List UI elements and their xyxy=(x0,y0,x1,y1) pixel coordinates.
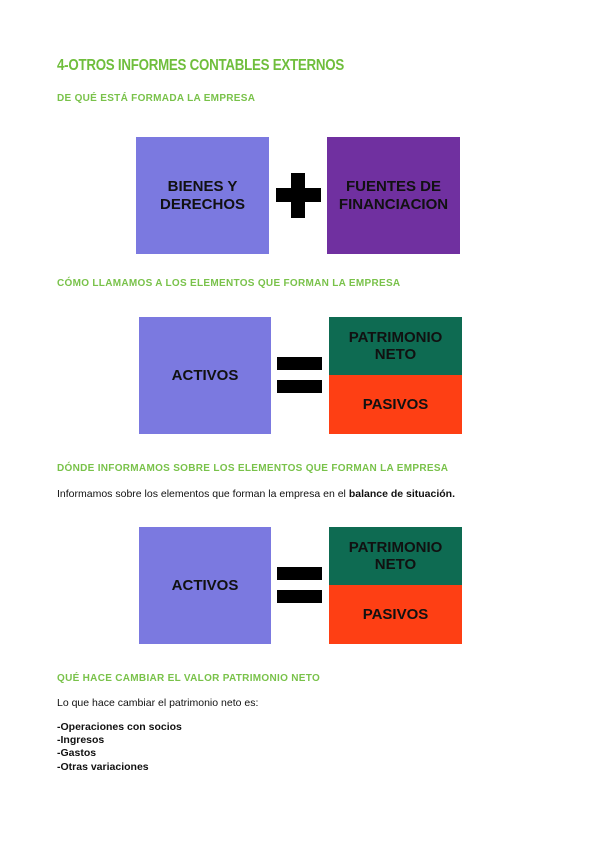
changes-intro: Lo que hace cambiar el patrimonio neto e… xyxy=(57,697,259,709)
bienes-derechos-box: BIENES Y DERECHOS xyxy=(136,137,269,254)
page-title: 4-OTROS INFORMES CONTABLES EXTERNOS xyxy=(57,57,344,74)
patrimonio-neto-label-2: PATRIMONIO NETO xyxy=(348,538,443,573)
list-item: -Ingresos xyxy=(57,734,105,747)
activos-box-2: ACTIVOS xyxy=(139,527,271,644)
section-heading-composition: DE QUÉ ESTÁ FORMADA LA EMPRESA xyxy=(57,93,256,104)
list-item: -Gastos xyxy=(57,747,97,760)
list-item: -Otras variaciones xyxy=(57,760,149,773)
activos-box: ACTIVOS xyxy=(139,317,271,434)
pasivos-box: PASIVOS xyxy=(329,375,462,434)
balance-paragraph: Informamos sobre los elementos que forma… xyxy=(57,488,455,500)
patrimonio-neto-box-2: PATRIMONIO NETO xyxy=(329,527,462,585)
balance-text-bold: balance de situación. xyxy=(348,488,456,500)
pasivos-label-2: PASIVOS xyxy=(362,605,429,623)
pasivos-label: PASIVOS xyxy=(362,395,429,413)
list-item: -Operaciones con socios xyxy=(57,721,182,733)
fuentes-financiacion-label: FUENTES DE FINANCIACION xyxy=(338,178,449,213)
fuentes-financiacion-box: FUENTES DE FINANCIACION xyxy=(327,137,460,254)
activos-label-2: ACTIVOS xyxy=(171,576,239,594)
equals-icon xyxy=(277,357,322,393)
section-heading-reporting: DÓNDE INFORMAMOS SOBRE LOS ELEMENTOS QUE… xyxy=(57,463,449,474)
bienes-derechos-label: BIENES Y DERECHOS xyxy=(159,178,245,213)
changes-list: -Operaciones con socios -Ingresos -Gasto… xyxy=(57,721,182,774)
plus-icon xyxy=(276,173,321,218)
section-heading-changes: QUÉ HACE CAMBIAR EL VALOR PATRIMONIO NET… xyxy=(57,673,321,684)
balance-text-plain: Informamos sobre los elementos que forma… xyxy=(57,488,349,500)
patrimonio-neto-box: PATRIMONIO NETO xyxy=(329,317,462,375)
pasivos-box-2: PASIVOS xyxy=(329,585,462,644)
equals-icon-2 xyxy=(277,567,322,603)
patrimonio-neto-label: PATRIMONIO NETO xyxy=(348,328,443,363)
section-heading-naming: CÓMO LLAMAMOS A LOS ELEMENTOS QUE FORMAN… xyxy=(57,278,401,289)
activos-label: ACTIVOS xyxy=(171,366,239,384)
